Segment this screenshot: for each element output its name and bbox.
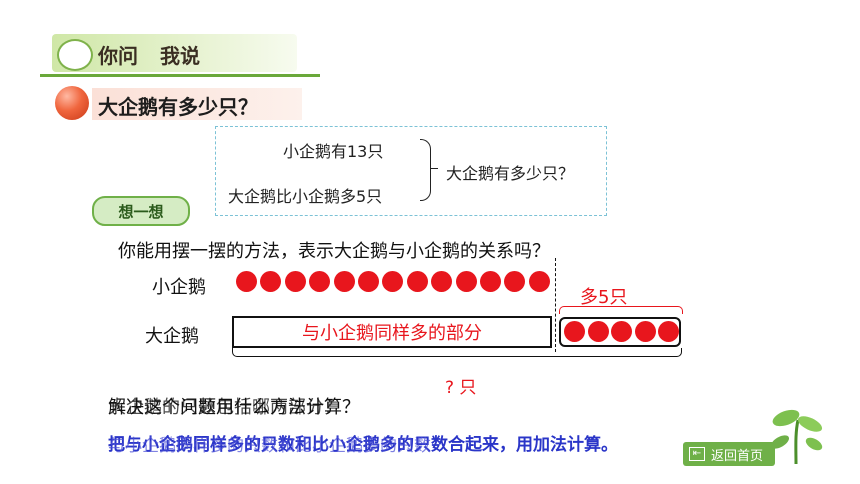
- solve-question-1: 解决这个问题用什么方法计算？: [108, 397, 360, 418]
- small-penguin-label: 小企鹅: [152, 277, 206, 298]
- extra-penguin-dot: [658, 321, 679, 342]
- small-penguin-dot: [309, 271, 331, 292]
- extra-penguin-dot: [634, 321, 656, 342]
- same-part-box: 与小企鹅同样多的部分: [232, 316, 552, 348]
- extra-bracket: [559, 306, 683, 314]
- think-button[interactable]: 想一想: [92, 196, 190, 226]
- small-penguin-dot: [406, 271, 428, 292]
- banner-title-ask: 你问: [98, 44, 138, 68]
- small-penguin-dot: [382, 271, 404, 292]
- small-penguin-dot: [480, 271, 501, 292]
- answer-text-2: 与小企鹅同样多的只数和比小企鹅多的只数: [108, 436, 431, 456]
- sprout-icon: [770, 409, 823, 465]
- reading-kid-icon: [57, 39, 93, 71]
- divider-dashed-line: [555, 258, 556, 352]
- small-penguin-dot: [260, 271, 282, 292]
- big-penguin-label: 大企鹅: [145, 326, 199, 347]
- total-bracket: [232, 348, 682, 357]
- small-penguin-dot: [284, 271, 306, 292]
- small-penguin-dot: [333, 271, 355, 292]
- back-home-button[interactable]: ⇤ 返回首页: [683, 442, 775, 466]
- total-label: ? 只: [445, 378, 477, 398]
- banner-underline: [40, 74, 320, 77]
- brace-icon: [420, 139, 431, 201]
- brace-tip: [430, 168, 438, 169]
- small-penguin-dot: [528, 271, 550, 292]
- extra-penguin-dot: [611, 321, 632, 342]
- question-bar: [92, 88, 302, 120]
- info-question: 大企鹅有多少只？: [446, 164, 575, 183]
- small-penguin-dot: [358, 271, 379, 292]
- question-title: 大企鹅有多少只？: [98, 95, 258, 119]
- extra-part-box: [559, 317, 681, 347]
- small-penguin-dot: [431, 271, 453, 292]
- back-arrow-icon: ⇤: [689, 447, 705, 461]
- info-difference: 大企鹅比小企鹅多5只: [228, 187, 383, 206]
- answer-text-1: 把与小企鹅同样多的只数和比小企鹅多的只数合起来，用加法计算。: [108, 435, 618, 455]
- info-small-count: 小企鹅有13只: [283, 142, 384, 161]
- extra-penguin-dot: [587, 321, 609, 342]
- small-penguin-dot: [455, 271, 477, 292]
- info-box: [215, 126, 607, 216]
- back-home-label: 返回首页: [711, 448, 764, 464]
- banner-title-say: 我说: [160, 44, 200, 68]
- prompt-text: 你能用摆一摆的方法，表示大企鹅与小企鹅的关系吗？: [118, 241, 550, 262]
- extra-penguin-dot: [564, 321, 585, 342]
- red-ball-icon: [55, 86, 89, 120]
- solve-question-2: 大企鹅的只数包括哪两部分？: [108, 397, 342, 418]
- small-penguin-dot: [236, 271, 257, 292]
- extra-label: 多5只: [580, 287, 628, 308]
- small-penguin-dot: [504, 271, 526, 292]
